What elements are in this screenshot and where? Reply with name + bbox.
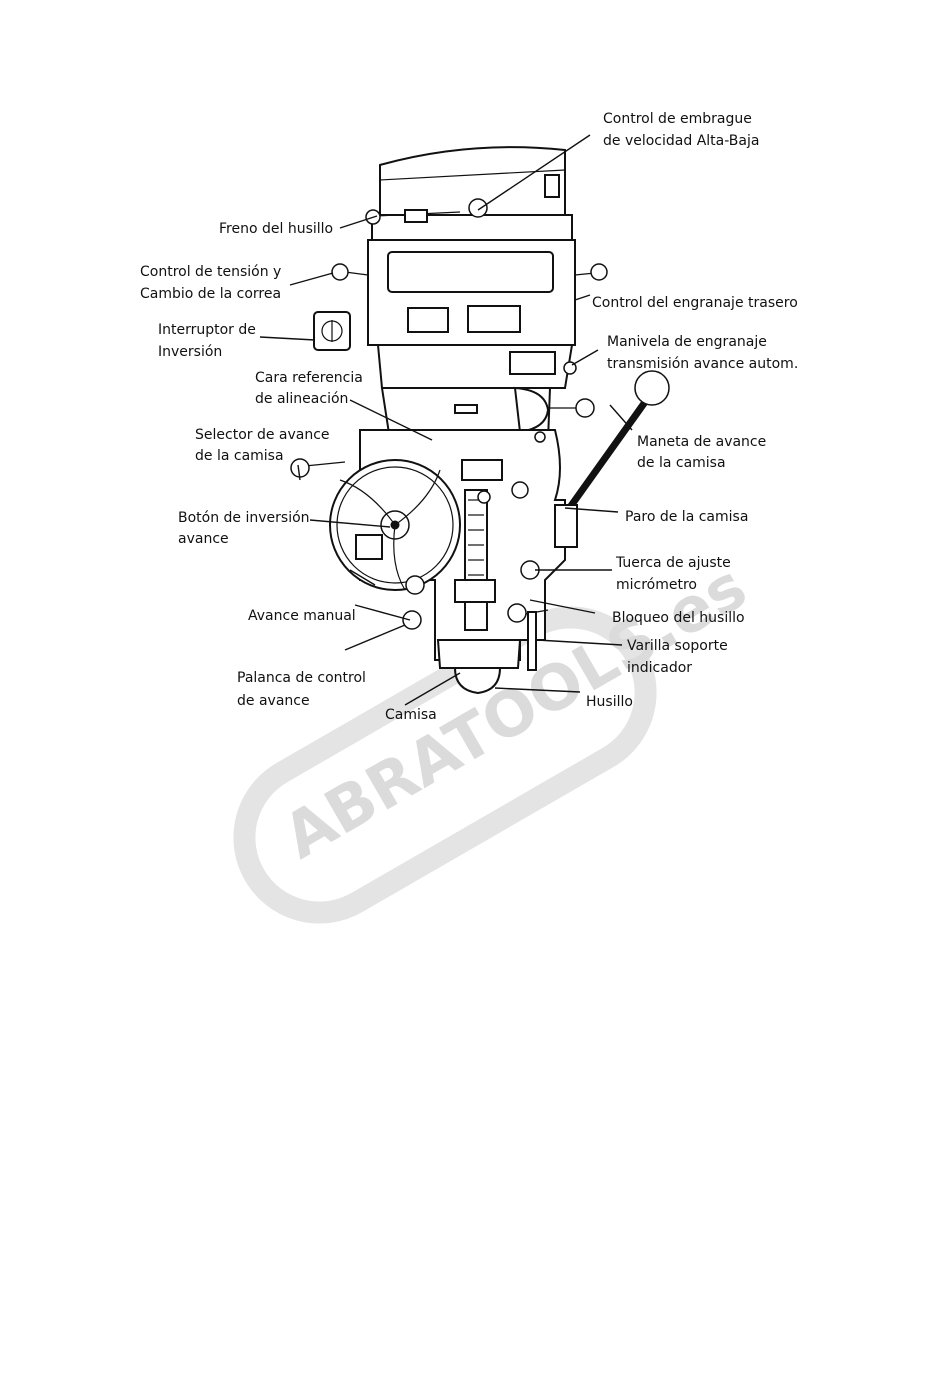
label-palanca-line2: de avance	[237, 693, 310, 709]
label-cara-line2: de alineación	[255, 391, 348, 407]
label-embrague-line1: Control de embrague	[603, 111, 752, 127]
label-maneta-line1: Maneta de avance	[637, 434, 766, 450]
label-varilla-line1: Varilla soporte	[627, 638, 728, 654]
label-boton-line2: avance	[178, 531, 229, 547]
label-selector-line2: de la camisa	[195, 448, 284, 464]
labels: Control de embrague de velocidad Alta-Ba…	[140, 111, 798, 723]
label-palanca-line1: Palanca de control	[237, 670, 366, 686]
label-bloqueo: Bloqueo del husillo	[612, 610, 745, 626]
label-manivela-line2: transmisión avance autom.	[607, 356, 798, 372]
label-embrague-line2: de velocidad Alta-Baja	[603, 133, 759, 149]
label-tuerca-line1: Tuerca de ajuste	[615, 555, 731, 571]
label-camisa: Camisa	[385, 707, 437, 723]
leader-lines	[259, 134, 633, 706]
label-husillo: Husillo	[586, 694, 633, 710]
label-interruptor-line2: Inversión	[158, 344, 222, 360]
label-maneta-line2: de la camisa	[637, 455, 726, 471]
label-interruptor-line1: Interruptor de	[158, 322, 256, 338]
label-tension-line1: Control de tensión y	[140, 264, 281, 280]
label-avance-manual: Avance manual	[248, 608, 356, 624]
label-tension-line2: Cambio de la correa	[140, 286, 281, 302]
label-selector-line1: Selector de avance	[195, 427, 330, 443]
label-boton-line1: Botón de inversión	[178, 510, 310, 526]
label-manivela-line1: Manivela de engranaje	[607, 334, 767, 350]
label-cara-line1: Cara referencia	[255, 370, 363, 386]
label-paro: Paro de la camisa	[625, 509, 748, 525]
label-varilla-line2: indicador	[627, 660, 692, 676]
label-freno: Freno del husillo	[219, 221, 333, 237]
milling-head-drawing	[290, 146, 670, 695]
label-trasero: Control del engranaje trasero	[592, 295, 798, 311]
label-tuerca-line2: micrómetro	[616, 577, 697, 593]
